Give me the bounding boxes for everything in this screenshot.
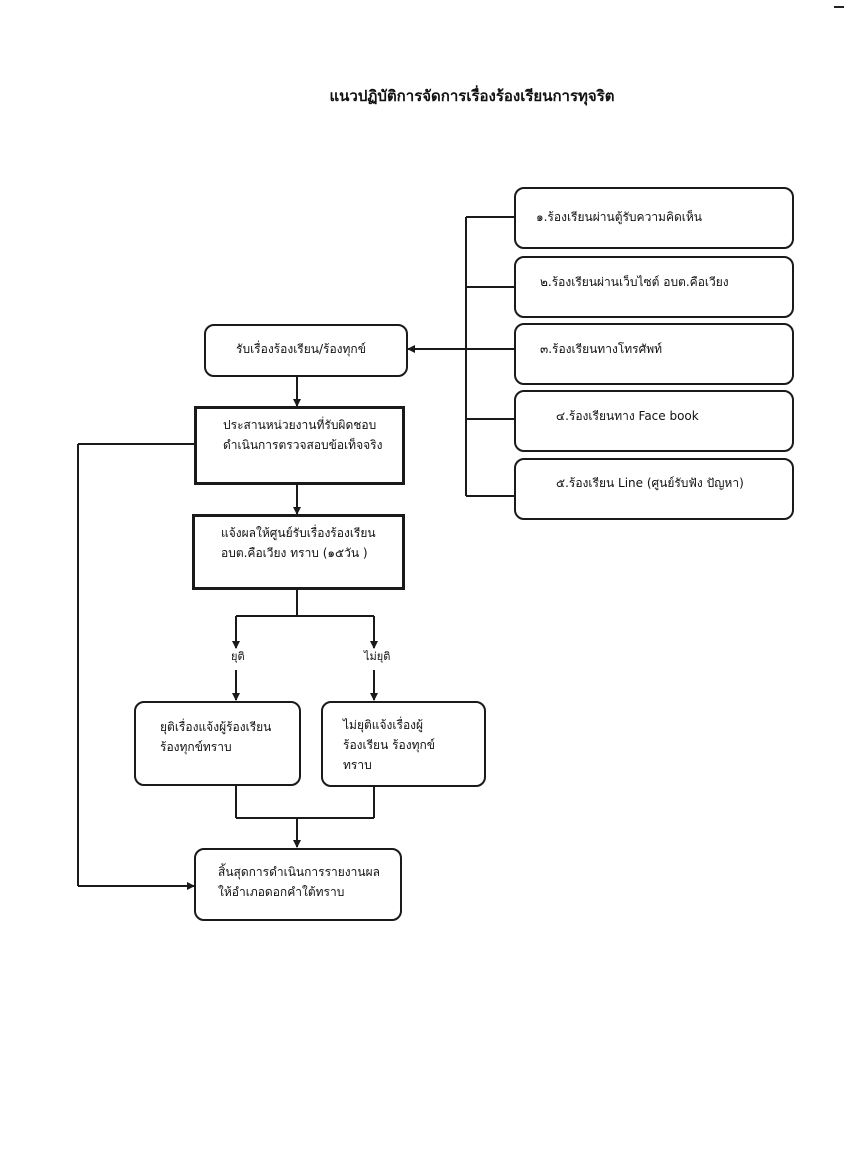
channel-label-3: ๓.ร้องเรียนทางโทรศัพท์ (540, 342, 663, 356)
channel-label-1: ๑.ร้องเรียนผ่านตู้รับความคิดเห็น (536, 210, 703, 224)
report-label: แจ้งผลให้ศูนย์รับเรื่องร้องเรียน อบต.คือ… (221, 526, 376, 560)
channel-box-2: ๒.ร้องเรียนผ่านเว็บไซต์ อบต.คือเวียง (514, 256, 794, 318)
channel-box-5: ๕.ร้องเรียน Line (ศูนย์รับฟัง ปัญหา) (514, 458, 794, 520)
coordinate-box: ประสานหน่วยงานที่รับผิดชอบ ดำเนินการตรวจ… (194, 406, 405, 485)
finish-label: สิ้นสุดการดำเนินการรายงานผล ให้อำเภอดอกค… (218, 865, 380, 899)
report-box: แจ้งผลให้ศูนย์รับเรื่องร้องเรียน อบต.คือ… (192, 514, 405, 590)
scan-edge-mark (834, 6, 844, 8)
not-end-case-box: ไม่ยุติแจ้งเรื่องผู้ ร้องเรียน ร้องทุกข์… (321, 701, 486, 787)
page-title: แนวปฏิบัติการจัดการเรื่องร้องเรียนการทุจ… (329, 87, 615, 105)
channel-label-4: ๔.ร้องเรียนทาง Face book (556, 409, 699, 423)
channel-box-3: ๓.ร้องเรียนทางโทรศัพท์ (514, 323, 794, 385)
coordinate-label: ประสานหน่วยงานที่รับผิดชอบ ดำเนินการตรวจ… (223, 418, 383, 452)
channel-box-1: ๑.ร้องเรียนผ่านตู้รับความคิดเห็น (514, 187, 794, 249)
end-branch-label: ยุติ (231, 650, 245, 663)
finish-box: สิ้นสุดการดำเนินการรายงานผล ให้อำเภอดอกค… (194, 848, 402, 921)
receive-label: รับเรื่องร้องเรียน/ร้องทุกข์ (236, 342, 366, 356)
receive-box: รับเรื่องร้องเรียน/ร้องทุกข์ (204, 324, 408, 377)
end-case-box: ยุติเรื่องแจ้งผู้ร้องเรียน ร้องทุกข์ทราบ (134, 701, 301, 786)
not-end-case-label: ไม่ยุติแจ้งเรื่องผู้ ร้องเรียน ร้องทุกข์… (343, 718, 435, 772)
not-end-branch-label: ไม่ยุติ (364, 650, 391, 663)
channel-label-5: ๕.ร้องเรียน Line (ศูนย์รับฟัง ปัญหา) (556, 476, 744, 490)
channel-box-4: ๔.ร้องเรียนทาง Face book (514, 390, 794, 452)
end-case-label: ยุติเรื่องแจ้งผู้ร้องเรียน ร้องทุกข์ทราบ (160, 720, 272, 754)
channel-label-2: ๒.ร้องเรียนผ่านเว็บไซต์ อบต.คือเวียง (540, 275, 729, 289)
